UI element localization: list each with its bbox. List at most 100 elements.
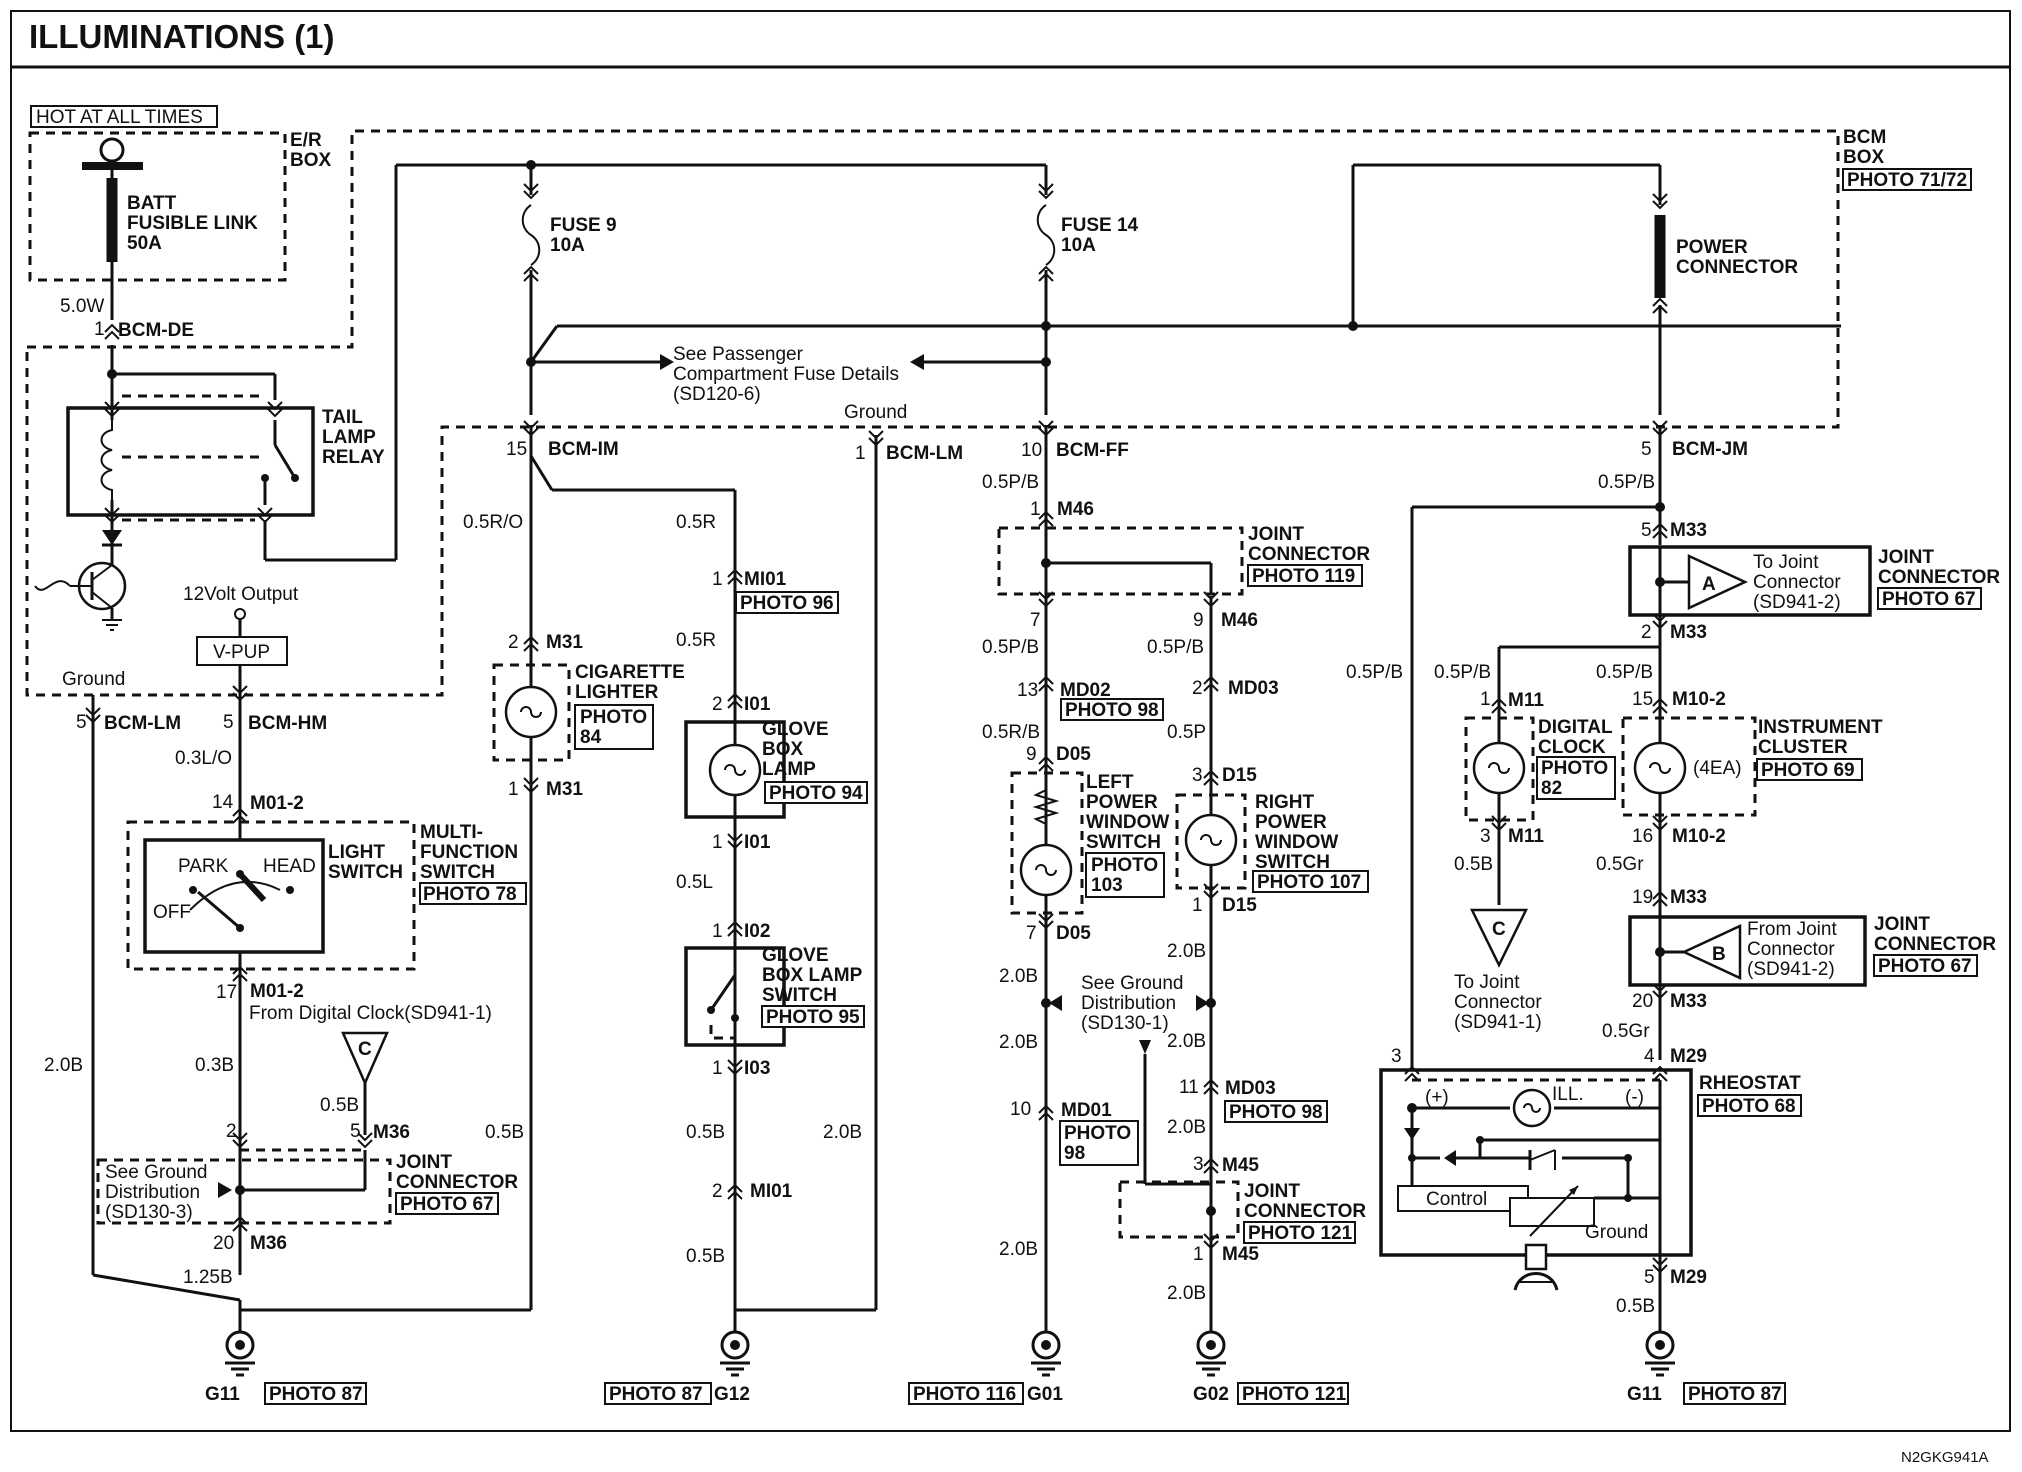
svg-text:2.0B: 2.0B [1167,941,1206,962]
svg-text:M01-2: M01-2 [250,981,304,1002]
svg-text:9: 9 [1026,744,1037,765]
svg-text:PHOTO 87: PHOTO 87 [269,1384,363,1405]
svg-text:(SD120-6): (SD120-6) [673,384,761,405]
svg-text:1: 1 [712,832,723,853]
svg-text:Connector: Connector [1747,939,1835,960]
svg-text:I02: I02 [744,921,770,942]
svg-text:2.0B: 2.0B [1167,1031,1206,1052]
svg-text:3: 3 [1480,826,1491,847]
connector-c-triangle-left [341,1031,389,1087]
svg-text:1: 1 [508,779,519,800]
svg-text:2: 2 [712,694,723,715]
page-title: ILLUMINATIONS (1) [29,18,335,55]
svg-text:PHOTO 107: PHOTO 107 [1257,872,1361,893]
svg-text:15: 15 [506,439,527,460]
svg-text:3: 3 [1193,1154,1204,1175]
svg-text:CONNECTOR: CONNECTOR [1244,1201,1366,1222]
svg-text:CONNECTOR: CONNECTOR [1248,544,1370,565]
svg-text:20: 20 [1632,991,1653,1012]
svg-text:M10-2: M10-2 [1672,689,1726,710]
svg-text:0.5B: 0.5B [485,1122,524,1143]
svg-text:0.5P/B: 0.5P/B [982,637,1039,658]
svg-text:PHOTO 87: PHOTO 87 [609,1384,703,1405]
svg-text:I01: I01 [744,832,771,853]
svg-text:7: 7 [1026,923,1037,944]
svg-text:(4EA): (4EA) [1693,758,1742,779]
multi-function-switch [126,820,416,971]
svg-text:SWITCH: SWITCH [328,862,403,883]
svg-text:From Joint: From Joint [1747,919,1837,940]
svg-text:WINDOW: WINDOW [1086,812,1169,833]
joint-connector-b [1628,915,1867,987]
svg-text:M11: M11 [1508,690,1544,711]
svg-text:7: 7 [1030,610,1041,631]
svg-text:CONNECTOR: CONNECTOR [1676,257,1798,278]
er-box-label: E/R [290,130,322,151]
hot-at-all-times-label: HOT AT ALL TIMES [36,107,203,128]
svg-text:PHOTO 98: PHOTO 98 [1229,1102,1323,1123]
svg-text:BCM-FF: BCM-FF [1056,440,1129,461]
see-fuse-details: See Passenger [673,344,804,365]
svg-text:M10-2: M10-2 [1672,826,1726,847]
svg-text:82: 82 [1541,778,1562,799]
hot-at-all-times-box [30,105,218,128]
svg-text:16: 16 [1632,826,1653,847]
svg-text:5: 5 [1641,439,1652,460]
svg-text:PHOTO 67: PHOTO 67 [1882,589,1976,610]
svg-text:PHOTO 119: PHOTO 119 [1252,566,1355,587]
svg-text:2.0B: 2.0B [999,1239,1038,1260]
svg-text:0.5P/B: 0.5P/B [982,472,1039,493]
ground-g12: G12 [714,1384,750,1405]
svg-text:From Digital Clock(SD941-1): From Digital Clock(SD941-1) [249,1003,492,1024]
svg-text:PHOTO 121: PHOTO 121 [1248,1223,1353,1244]
svg-text:PHOTO: PHOTO [1064,1123,1131,1144]
svg-text:M45: M45 [1222,1155,1259,1176]
svg-text:M46: M46 [1221,610,1258,631]
svg-text:0.5B: 0.5B [320,1095,359,1116]
svg-text:84: 84 [580,727,602,748]
svg-text:V-PUP: V-PUP [213,642,270,663]
svg-text:0.5R: 0.5R [676,630,716,651]
svg-text:2: 2 [226,1121,237,1142]
svg-text:Ground: Ground [62,669,125,690]
svg-text:BOX: BOX [762,739,804,760]
svg-text:LAMP: LAMP [322,427,376,448]
svg-text:20: 20 [213,1233,234,1254]
svg-text:M33: M33 [1670,520,1707,541]
svg-text:5: 5 [350,1121,361,1142]
svg-text:LIGHT: LIGHT [328,842,385,863]
svg-text:1: 1 [1192,895,1203,916]
svg-text:5: 5 [1644,1267,1655,1288]
svg-text:1.25B: 1.25B [183,1267,233,1288]
svg-text:0.5Gr: 0.5Gr [1602,1021,1650,1042]
joint-connector-a [1628,545,1872,617]
svg-text:10A: 10A [1061,235,1096,256]
light-switch [143,838,325,954]
svg-text:M29: M29 [1670,1046,1707,1067]
svg-text:PHOTO 68: PHOTO 68 [1702,1096,1796,1117]
svg-text:0.5B: 0.5B [686,1122,725,1143]
svg-text:CONNECTOR: CONNECTOR [396,1172,518,1193]
svg-text:2: 2 [1641,622,1652,643]
svg-text:To Joint: To Joint [1753,552,1819,573]
joint-connector-left [96,1158,392,1225]
svg-text:(SD941-2): (SD941-2) [1753,592,1841,613]
svg-text:B: B [1712,944,1726,965]
svg-text:PHOTO 96: PHOTO 96 [740,593,834,614]
svg-text:M36: M36 [373,1122,410,1143]
svg-text:M29: M29 [1670,1267,1707,1288]
svg-text:2.0B: 2.0B [823,1122,862,1143]
svg-text:103: 103 [1091,875,1123,896]
svg-text:D15: D15 [1222,765,1257,786]
connector-c-triangle-right [1469,908,1529,968]
svg-text:0.5L: 0.5L [676,872,713,893]
svg-text:PHOTO 116: PHOTO 116 [913,1384,1016,1405]
svg-text:JOINT: JOINT [396,1152,452,1173]
svg-text:0.3L/O: 0.3L/O [175,748,232,769]
svg-text:BCM-IM: BCM-IM [548,439,619,460]
rheostat-knob-icon [1524,1243,1548,1271]
svg-text:0.5P/B: 0.5P/B [1596,662,1653,683]
svg-text:MD02: MD02 [1060,680,1111,701]
svg-text:TAIL: TAIL [322,407,363,428]
svg-text:1: 1 [855,443,866,464]
